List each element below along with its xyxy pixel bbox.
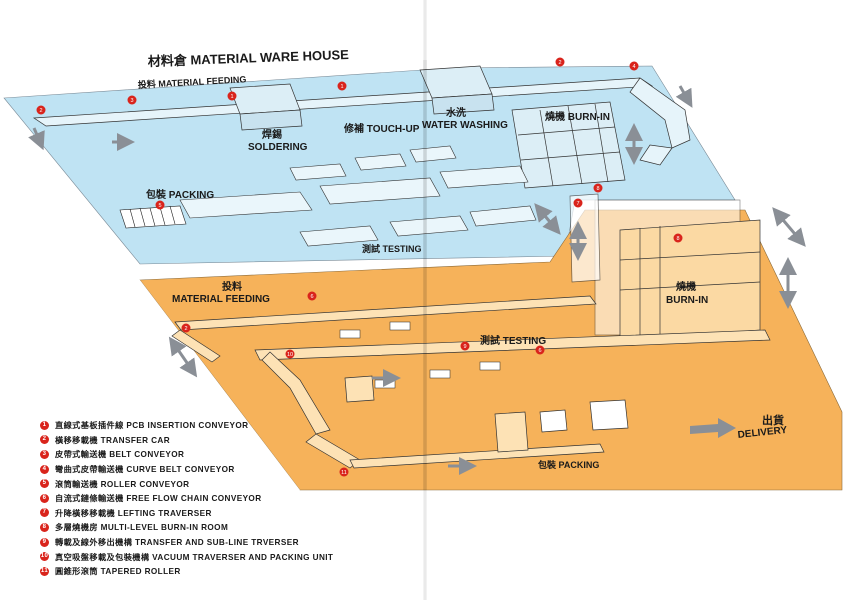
marker-dot — [629, 61, 639, 71]
marker-number: 2 — [39, 108, 42, 114]
page-title: 材料倉 MATERIAL WARE HOUSE — [148, 47, 350, 69]
legend-item: 11 圓錐形滾筒 TAPERED ROLLER — [40, 564, 380, 579]
marker-dot — [339, 467, 349, 477]
legend-item: 10 真空吸盤移載及包裝機構 VACUUM TRAVERSER AND PACKI… — [40, 549, 380, 564]
lower-packing-unit — [344, 375, 629, 453]
legend-item: 8 多層燒機房 MULTI-LEVEL BURN-IN ROOM — [40, 520, 380, 535]
lower-burnin-room — [569, 193, 761, 341]
lower-burnin-cn: 燒機 — [676, 280, 696, 293]
legend-text: 真空吸盤移載及包裝機構 VACUUM TRAVERSER AND PACKING… — [55, 552, 334, 562]
marker-dot — [673, 233, 683, 243]
marker-number: 3 — [130, 98, 133, 104]
legend-text: 滾筒輸送機 ROLLER CONVEYOR — [55, 479, 190, 489]
legend-item: 9 轉載及線外移出機構 TRANSFER AND SUB-LINE TRVERSE… — [40, 535, 380, 550]
upper-packing-label: 包裝 PACKING — [146, 188, 214, 201]
legend-text: 彎曲式皮帶輸送機 CURVE BELT CONVEYOR — [55, 465, 235, 475]
marker-dot — [181, 323, 191, 333]
marker-dot — [555, 57, 565, 67]
lower-feeding-en: MATERIAL FEEDING — [172, 294, 270, 305]
water-washing-machine — [419, 65, 495, 115]
marker-number: 10 — [287, 352, 293, 358]
legend-text: 自流式鏈條輸送機 FREE FLOW CHAIN CONVEYOR — [55, 494, 262, 504]
delivery-arrow — [690, 418, 736, 438]
marker-dot — [460, 341, 470, 351]
legend-text: 轉載及線外移出機構 TRANSFER AND SUB-LINE TRVERSER — [55, 538, 299, 548]
marker-dot — [337, 81, 347, 91]
legend-text: 多層燒機房 MULTI-LEVEL BURN-IN ROOM — [55, 523, 229, 533]
marker-number: 5 — [158, 203, 161, 209]
marker-dot — [285, 349, 295, 359]
legend-number-marker: 3 — [40, 449, 49, 459]
legend-number-marker: 6 — [40, 493, 49, 503]
legend-item: 1 直線式基板插件線 PCB INSERTION CONVEYOR — [40, 418, 380, 433]
legend-text: 圓錐形滾筒 TAPERED ROLLER — [55, 567, 181, 577]
lower-packing-label: 包裝 PACKING — [537, 459, 599, 470]
marker-dot — [573, 198, 583, 208]
legend-item: 7 升降橫移移載機 LEFTING TRAVERSER — [40, 506, 380, 521]
legend-number-marker: 7 — [40, 508, 49, 518]
white-margin — [0, 280, 300, 490]
marker-dot — [36, 105, 46, 115]
upper-testing-label: 測試 TESTING — [362, 243, 422, 254]
lower-main-conveyor — [171, 295, 771, 469]
delivery-en: DELIVERY — [737, 425, 788, 441]
marker-number: 7 — [576, 201, 579, 207]
legend-number-marker: 2 — [40, 435, 49, 445]
legend-text: 直線式基板插件線 PCB INSERTION CONVEYOR — [55, 421, 249, 431]
legend: 1 直線式基板插件線 PCB INSERTION CONVEYOR 2 橫移移載機 T… — [40, 418, 380, 579]
marker-number: 2 — [558, 60, 561, 66]
marker-number: 8 — [596, 186, 599, 192]
legend-item: 5 滾筒輸送機 ROLLER CONVEYOR — [40, 476, 380, 491]
legend-number-marker: 8 — [40, 522, 49, 532]
marker-dot — [535, 345, 545, 355]
marker-number: 9 — [463, 344, 466, 350]
marker-number: 6 — [310, 294, 313, 300]
legend-number-marker: 10 — [40, 552, 49, 562]
upper-packing-roller — [119, 205, 187, 229]
legend-text: 升降橫移移載機 LEFTING TRAVERSER — [55, 508, 212, 518]
lift-arrows — [28, 85, 806, 475]
upper-burnin-room — [511, 101, 626, 189]
washing-cn: 水洗 — [445, 106, 466, 119]
lower-testing-label: 測試 TESTING — [480, 334, 546, 347]
lower-burnin-en: BURN-IN — [666, 295, 708, 306]
washing-en: WATER WASHING — [422, 120, 508, 131]
marker-dot — [127, 95, 137, 105]
legend-text: 皮帶式輸送機 BELT CONVEYOR — [55, 450, 185, 460]
marker-number: 6 — [538, 348, 541, 354]
marker-number: 8 — [676, 236, 679, 242]
marker-number: 11 — [341, 470, 347, 476]
legend-item: 4 彎曲式皮帶輸送機 CURVE BELT CONVEYOR — [40, 462, 380, 477]
marker-number: 1 — [230, 94, 233, 100]
marker-dot — [307, 291, 317, 301]
soldering-cn: 焊錫 — [262, 128, 282, 141]
delivery-cn: 出貨 — [762, 413, 784, 427]
soldering-en: SOLDERING — [248, 142, 308, 153]
soldering-machine — [229, 83, 303, 131]
marker-number: 4 — [632, 64, 635, 70]
legend-item: 6 自流式鏈條輸送機 FREE FLOW CHAIN CONVEYOR — [40, 491, 380, 506]
marker-dot — [227, 91, 237, 101]
marker-number: 1 — [340, 84, 343, 90]
legend-number-marker: 4 — [40, 464, 49, 474]
legend-item: 2 橫移移載機 TRANSFER CAR — [40, 433, 380, 448]
legend-text: 橫移移載機 TRANSFER CAR — [55, 435, 171, 445]
marker-number: 2 — [184, 326, 187, 332]
marker-dot — [155, 200, 165, 210]
page-fold — [423, 0, 427, 600]
legend-item: 3 皮帶式輸送機 BELT CONVEYOR — [40, 447, 380, 462]
touchup-label: 修補 TOUCH-UP — [343, 122, 420, 135]
legend-number-marker: 11 — [40, 566, 49, 576]
legend-number-marker: 9 — [40, 537, 49, 547]
legend-number-marker: 1 — [40, 420, 49, 430]
marker-dot — [593, 183, 603, 193]
upper-workbenches — [179, 145, 537, 247]
legend-number-marker: 5 — [40, 479, 49, 489]
upper-burnin-label: 燒機 BURN-IN — [545, 110, 610, 123]
lower-feeding-cn: 投料 — [222, 280, 242, 293]
